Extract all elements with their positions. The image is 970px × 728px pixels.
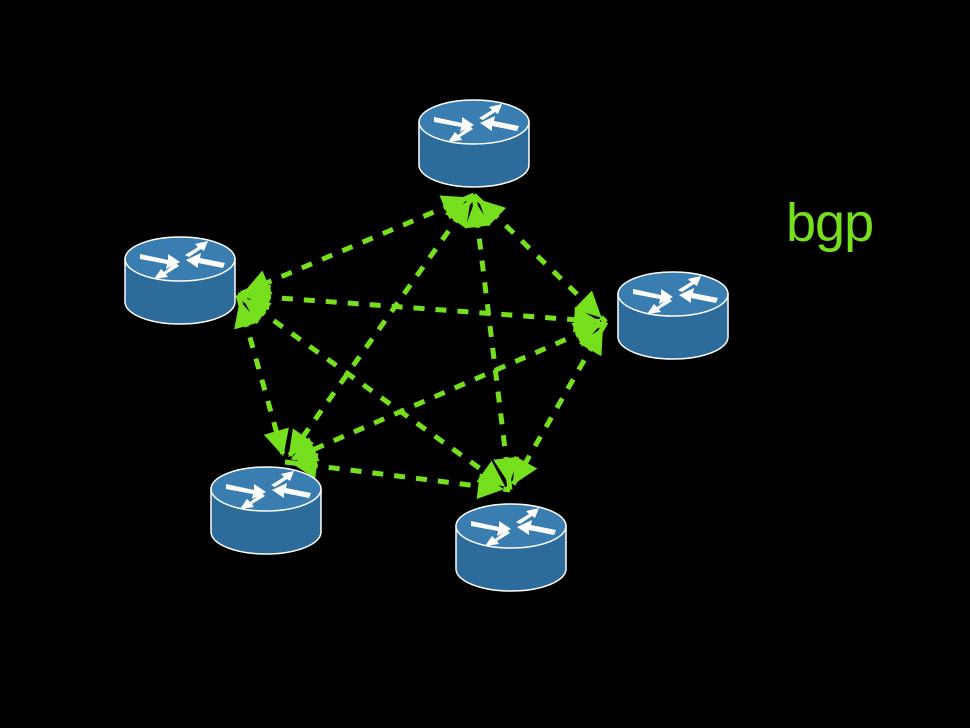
- mesh-link: [471, 194, 513, 491]
- link-arrowheads: [234, 195, 604, 499]
- router-bottom-right: [455, 503, 567, 592]
- link-arrowhead: [493, 456, 520, 485]
- link-arrowhead: [571, 322, 601, 347]
- link-arrowhead: [444, 199, 471, 229]
- router-left: [124, 236, 236, 325]
- mesh-link: [237, 292, 607, 325]
- link-arrowhead: [464, 200, 491, 229]
- link-arrowhead: [263, 427, 289, 457]
- mesh-link: [284, 319, 607, 465]
- mesh-link: [507, 320, 609, 492]
- mesh-link: [237, 192, 475, 298]
- router-right: [617, 271, 729, 360]
- mesh-link: [282, 193, 477, 464]
- link-arrowhead: [290, 437, 320, 462]
- link-arrowhead: [242, 298, 272, 325]
- router-top: [418, 99, 530, 188]
- link-arrowhead: [512, 455, 538, 485]
- link-arrowhead: [290, 453, 319, 479]
- mesh-link: [236, 292, 512, 493]
- link-arrowhead: [476, 473, 505, 499]
- protocol-label: bgp: [786, 193, 874, 253]
- link-arrowhead: [439, 195, 469, 220]
- link-arrowhead: [578, 327, 604, 357]
- mesh-link: [284, 459, 511, 493]
- link-arrowhead: [288, 428, 315, 458]
- mesh-links: [235, 192, 609, 493]
- link-arrowhead: [478, 199, 507, 227]
- link-arrowhead: [234, 300, 260, 330]
- router-bottom-left: [210, 466, 322, 555]
